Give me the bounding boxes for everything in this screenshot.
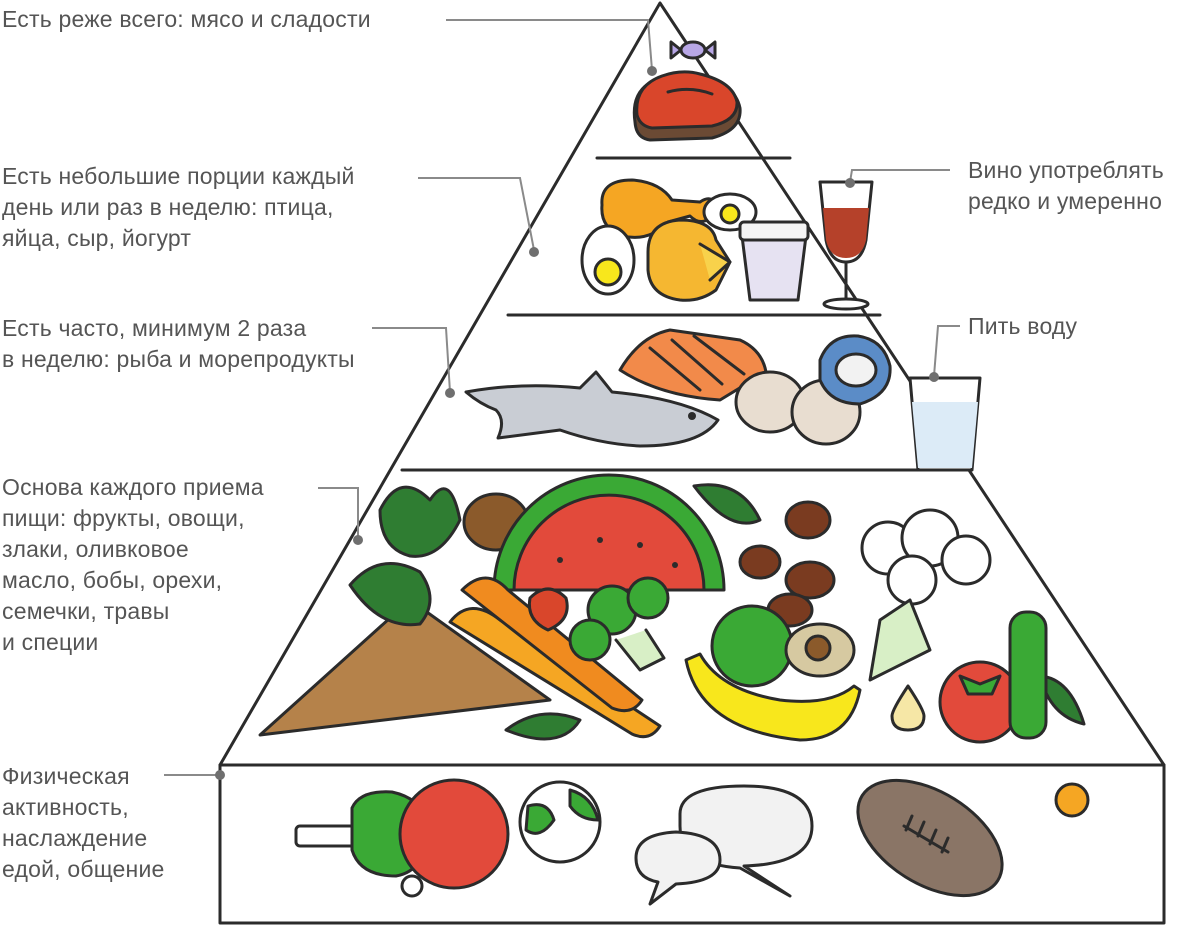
- salmon-fillet-icon: [618, 328, 768, 402]
- oyster-icon: [818, 334, 892, 406]
- egg-icon: [580, 192, 758, 296]
- label-fish-seafood: Есть часто, минимум 2 раза в неделю: рыб…: [2, 315, 355, 372]
- pyramid-frame: [218, 1, 1166, 925]
- green-pepper-icon: [1008, 610, 1048, 740]
- wine-glass-icon: [818, 180, 874, 311]
- strawberry-icon: [527, 587, 569, 632]
- speech-bubbles-icon: [634, 784, 814, 906]
- cauliflower-icon: [860, 508, 992, 682]
- ping-pong-paddle-icon: [294, 778, 510, 898]
- label-physical-activity: Физическая активность, наслаждение едой,…: [2, 763, 165, 882]
- apple-icon: [710, 604, 794, 688]
- candy-icon: [669, 40, 717, 60]
- label-wine: Вино употреблять редко и умеренно: [968, 157, 1164, 214]
- label-poultry-eggs-cheese: Есть небольшие порции каждый день или ра…: [2, 163, 355, 251]
- olive-oil-drop-icon: [890, 684, 926, 732]
- spinach-leaf-icon: [504, 483, 1086, 741]
- cheese-icon: [646, 218, 732, 302]
- carrot-icon: [448, 576, 662, 739]
- label-plant-base: Основа каждого приема пищи: фрукты, овощ…: [2, 474, 264, 655]
- fish-icon: [464, 370, 720, 448]
- banana-icon: [684, 652, 862, 742]
- avocado-icon: [784, 622, 856, 678]
- water-glass-icon: [908, 376, 982, 472]
- bread-icon: [258, 598, 552, 737]
- football-icon: [856, 778, 1004, 898]
- herbs-icon: [348, 485, 462, 627]
- globe-icon: [518, 780, 602, 864]
- broccoli-icon: [568, 576, 670, 672]
- watermelon-icon: [492, 473, 726, 592]
- leader-lines: [164, 19, 960, 780]
- label-water: Пить воду: [968, 313, 1078, 339]
- orange-ball-icon: [1054, 782, 1090, 818]
- dates-icon: [738, 500, 836, 628]
- label-sweets-meat: Есть реже всего: мясо и сладости: [2, 6, 371, 32]
- yogurt-icon: [738, 220, 810, 302]
- steak-icon: [632, 70, 742, 142]
- tomato-icon: [938, 660, 1022, 744]
